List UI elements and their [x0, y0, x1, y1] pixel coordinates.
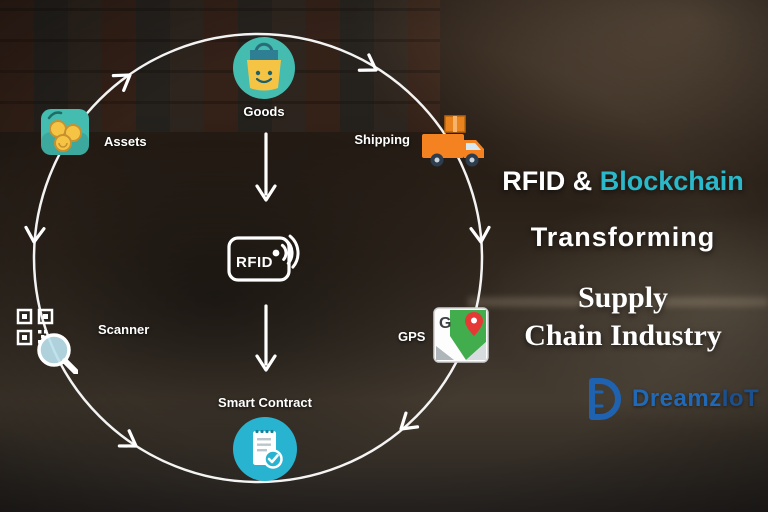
node-label-assets: Assets — [104, 134, 147, 149]
smart-contract-document-icon — [233, 417, 297, 481]
arrow-scanner-to-contract-icon — [117, 429, 138, 448]
title-block: RFID & Blockchain Transforming Supply Ch… — [478, 166, 768, 355]
cycle-circle — [32, 32, 484, 484]
node-label-gps: GPS — [398, 329, 426, 344]
shipping-truck-icon — [422, 115, 484, 167]
gps-map-icon: G — [433, 307, 489, 363]
arrow-goods-to-shipping-icon — [357, 53, 378, 72]
title-rfid: RFID & — [502, 166, 593, 196]
background-sea-horizon — [468, 297, 768, 307]
logo-wordmark: DreamzIoT — [632, 385, 759, 413]
title-supply: Supply — [577, 281, 669, 314]
rfid-reader-icon: RFID — [227, 234, 300, 282]
title-transforming: Transforming — [530, 222, 716, 252]
magnifier-lens-icon — [37, 333, 71, 367]
title-chain-industry: Chain Industry — [524, 319, 722, 352]
node-label-shipping: Shipping — [354, 132, 410, 147]
dreamziot-logo: DreamzIoT — [580, 376, 759, 422]
arrow-goods-to-rfid-icon — [255, 184, 277, 202]
rfid-label: RFID — [236, 254, 273, 271]
assets-coins-icon — [41, 109, 89, 155]
title-line-rfid-blockchain: RFID & Blockchain — [478, 166, 768, 197]
goods-bag-icon — [233, 37, 295, 99]
magnifier-handle-icon — [62, 358, 78, 374]
arrow-assets-to-scanner-icon — [24, 225, 46, 244]
arrow-gps-to-contract-icon — [399, 411, 420, 431]
node-label-goods: Goods — [243, 104, 285, 119]
scanner-qr-icon — [16, 308, 78, 374]
logo-iot: IoT — [721, 385, 760, 412]
arrow-rfid-to-contract-icon — [255, 354, 277, 372]
node-label-scanner: Scanner — [98, 322, 150, 337]
flow-arrows — [24, 53, 491, 448]
arrow-shipping-to-gps-icon — [469, 225, 491, 244]
svg-text:G: G — [439, 315, 451, 332]
node-label-smart-contract: Smart Contract — [218, 395, 312, 410]
logo-dreamz: Dreamz — [632, 385, 722, 412]
dreamziot-logo-mark-icon — [589, 378, 621, 420]
title-blockchain: Blockchain — [599, 166, 744, 196]
arrow-assets-to-goods-icon — [111, 73, 132, 93]
